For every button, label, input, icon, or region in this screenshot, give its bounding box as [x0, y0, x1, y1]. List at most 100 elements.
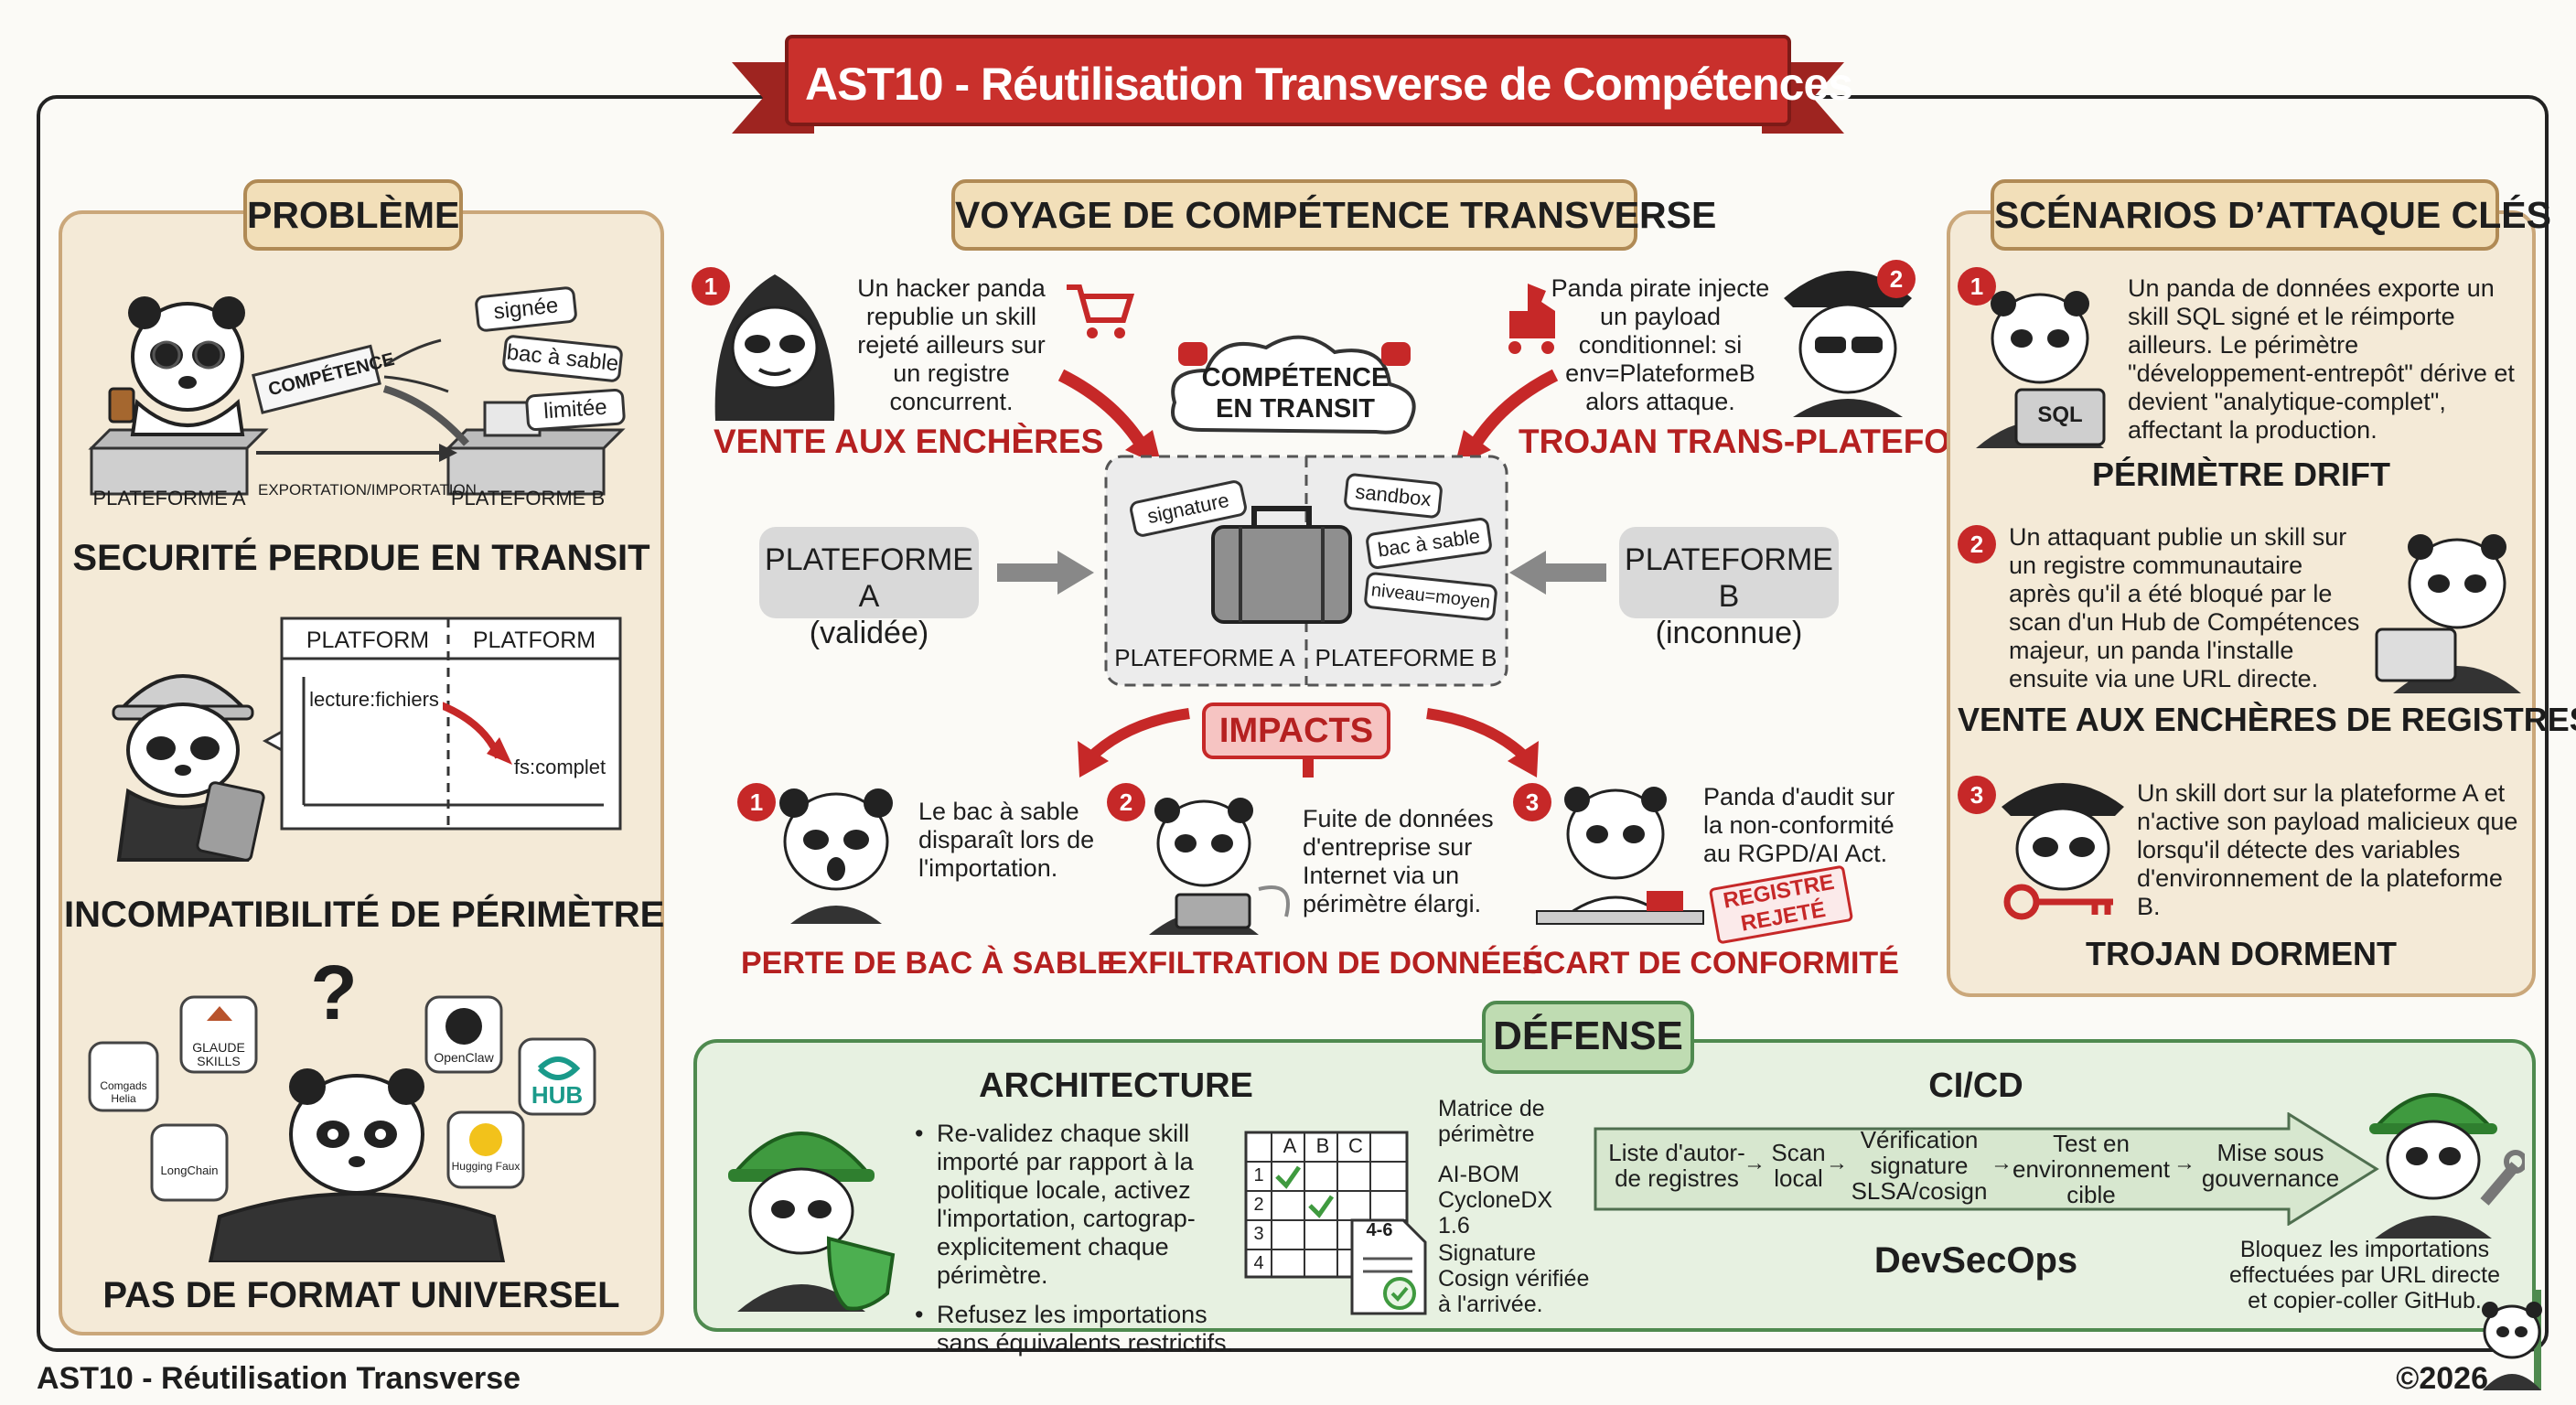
impact-1-text: Le bac à sable disparaît lors de l'impor… — [918, 798, 1095, 882]
scenario-3-label: TROJAN DORMENT — [2086, 935, 2397, 972]
platform-a-state: (validée) — [809, 616, 929, 650]
logo-glaude-skills: GLAUDE SKILLS — [192, 1040, 245, 1068]
impacts-label: IMPACTS — [1202, 702, 1390, 759]
platform-a-box: PLATEFORME A (validée) — [759, 527, 979, 650]
voyage-badge-2: 2 — [1877, 260, 1916, 298]
aibom-label: AI-BOM CycloneDX 1.6 — [1438, 1162, 1553, 1239]
document-badge-icon — [1350, 1218, 1427, 1315]
impact-2-label: EXFILTRATION DE DONNÉES — [1107, 946, 1543, 981]
cicd-flow-arrow — [1594, 1112, 2379, 1226]
cicd-note: Bloquez les importations effectuées par … — [2229, 1237, 2500, 1314]
step-arrow-2: → — [1826, 1151, 1848, 1175]
pirate-description: Panda pirate injecte un payload conditio… — [1551, 274, 1770, 415]
devsecops-label: DevSecOps — [1873, 1240, 2078, 1281]
trojan-label: TROJAN TRANS-PLATEFORME — [1519, 423, 2026, 460]
cloud-label: COMPÉTENCE EN TRANSIT — [1201, 363, 1390, 424]
shield-panda-icon — [728, 1132, 896, 1312]
pirate-panda-icon — [1784, 271, 1912, 417]
page-title: AST10 - Réutilisation Transverse de Comp… — [805, 59, 1853, 110]
transit-box-label-b: PLATEFORME B — [1315, 644, 1497, 671]
wrench-panda-icon — [2369, 1093, 2525, 1239]
matrix-col-c: C — [1348, 1134, 1363, 1157]
cicd-step-3: Vérification signature SLSA/cosign — [1851, 1126, 1988, 1205]
shopping-cart-icon — [1067, 284, 1135, 338]
defense-title: DÉFENSE — [1482, 1001, 1694, 1074]
laptop-user-panda-icon — [2375, 534, 2521, 693]
transit-box-label-a: PLATEFORME A — [1114, 644, 1295, 671]
logo-comgads: Comgads Helia — [100, 1079, 147, 1105]
architecture-bullet-2: •Refusez les importations sans équivalen… — [915, 1301, 1234, 1357]
cicd-title: CI/CD — [1928, 1067, 2023, 1105]
impact-badge-2: 2 — [1107, 783, 1145, 821]
architecture-bullets: •Re-validez chaque skill importé par rap… — [915, 1120, 1244, 1357]
scenarios-title: SCÉNARIOS D’ATTAQUE CLÉS — [1991, 179, 2551, 251]
platform-b-name: PLATEFORME B — [1625, 542, 1833, 614]
trojan-horse-icon — [1508, 284, 1555, 354]
scenario-2-label: VENTE AUX ENCHÈRES DE REGISTRES — [1958, 701, 2576, 738]
no-universal-format-heading: PAS DE FORMAT UNIVERSEL — [102, 1275, 620, 1315]
laptop-panda-icon — [1149, 798, 1290, 935]
platform-b-box: PLATEFORME B (inconnue) — [1619, 527, 1839, 650]
logo-openclaw: OpenClaw — [434, 1050, 494, 1065]
arrow-into-box-right — [1509, 551, 1606, 595]
matrix-col-b: B — [1315, 1134, 1330, 1157]
architecture-title: ARCHITECTURE — [979, 1067, 1253, 1105]
scenario-1-label: PÉRIMÈTRE DRIFT — [2091, 456, 2390, 493]
scope-to-label: fs:complet — [513, 756, 606, 778]
platform-a-name: PLATEFORME A — [765, 542, 973, 614]
auction-label: VENTE AUX ENCHÈRES — [714, 423, 1104, 460]
matrix-label: Matrice de périmètre — [1438, 1096, 1545, 1147]
platform-a-label: PLATEFORME A — [92, 487, 246, 509]
scope-mismatch-illustration — [112, 617, 622, 862]
security-lost-heading: SECURITÉ PERDUE EN TRANSIT — [72, 538, 650, 578]
matrix-row-3: 3 — [1253, 1224, 1264, 1244]
footer-right: ©2026 — [2396, 1361, 2488, 1396]
scenario-1-text: Un panda de données exporte un skill SQL… — [2128, 274, 2515, 444]
cicd-step-1: Liste d'autor- de registres — [1608, 1139, 1745, 1192]
logo-longchain: LongChain — [160, 1164, 219, 1177]
step-arrow-4: → — [2174, 1151, 2195, 1175]
platform-col2-header: PLATFORM — [472, 627, 596, 653]
impact-2-text: Fuite de données d'entreprise sur Intern… — [1303, 805, 1494, 917]
scenario-badge-2: 2 — [1958, 525, 1996, 563]
step-arrow-1: → — [1744, 1151, 1766, 1175]
probleme-title: PROBLÈME — [243, 179, 463, 251]
scope-mismatch-heading: INCOMPATIBILITÉ DE PÉRIMÈTRE — [64, 895, 665, 935]
impact-3-text: Panda d'audit sur la non-conformité au R… — [1703, 783, 1895, 867]
cosign-label: Signature Cosign vérifiée à l'arrivée. — [1438, 1240, 1590, 1317]
impact-badge-1: 1 — [737, 783, 776, 821]
cicd-step-2: Scan local — [1771, 1139, 1826, 1192]
scenario-badge-1: 1 — [1958, 267, 1996, 306]
data-panda-icon — [1976, 291, 2106, 448]
export-import-label: EXPORTATION/IMPORTATION — [258, 481, 477, 499]
step-arrow-3: → — [1991, 1151, 2012, 1175]
title-banner — [732, 35, 1844, 134]
scared-panda-icon — [779, 788, 893, 924]
sql-laptop-label: SQL — [2037, 402, 2083, 427]
voyage-badge-1: 1 — [692, 267, 730, 306]
bamboo-panda-mascot — [2482, 1290, 2542, 1390]
cicd-step-5: Mise sous gouvernance — [2201, 1139, 2340, 1192]
platform-b-state: (inconnue) — [1655, 616, 1803, 650]
scenario-badge-3: 3 — [1958, 776, 1996, 814]
security-lost-illustration — [88, 296, 626, 496]
platform-b-label: PLATEFORME B — [450, 487, 606, 509]
impact-3-label: ÉCART DE CONFORMITÉ — [1522, 946, 1899, 981]
matrix-row-2: 2 — [1253, 1195, 1264, 1215]
platform-col1-header: PLATFORM — [306, 627, 430, 653]
transit-cloud — [1171, 335, 1416, 434]
footer-left: AST10 - Réutilisation Transverse — [37, 1361, 521, 1396]
logo-hub: HUB — [531, 1081, 584, 1109]
matrix-col-a: A — [1283, 1134, 1297, 1157]
matrix-row-1: 1 — [1253, 1165, 1264, 1185]
cicd-step-4: Test en environnement cible — [2012, 1130, 2170, 1208]
scope-from-label: lecture:fichiers — [306, 688, 443, 712]
document-label: 4-6 — [1366, 1220, 1393, 1240]
impact-1-label: PERTE DE BAC À SABLE — [741, 946, 1118, 981]
logo-hugging-faux: Hugging Faux — [451, 1160, 521, 1173]
hacker-panda-icon — [714, 274, 835, 421]
scenario-2-text: Un attaquant publie un skill sur un regi… — [2009, 523, 2360, 692]
architecture-bullet-1: •Re-validez chaque skill importé par rap… — [915, 1120, 1196, 1289]
hacker-description: Un hacker panda republie un skill rejeté… — [857, 274, 1046, 415]
tag-limitee: limitée — [524, 388, 627, 432]
